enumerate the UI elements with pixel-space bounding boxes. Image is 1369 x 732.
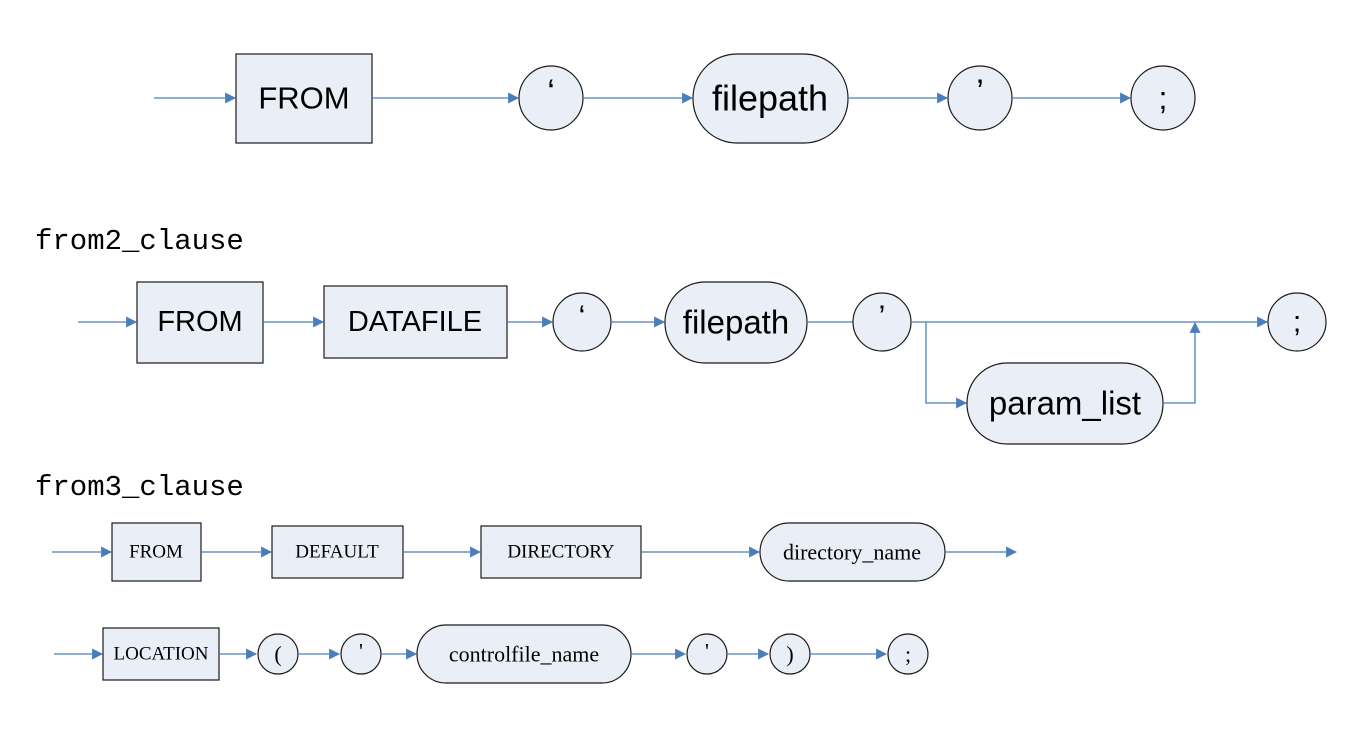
directory-name-label: directory_name — [783, 540, 921, 565]
quote-open-label: ' — [359, 639, 363, 664]
param-list-branch-out — [1163, 321, 1201, 404]
from-keyword-label: FROM — [157, 306, 242, 338]
datafile-keyword-label: DATAFILE — [348, 306, 482, 338]
param-list-label: param_list — [989, 385, 1141, 422]
filepath-label: filepath — [712, 78, 828, 119]
location-keyword-box — [102, 627, 220, 681]
from2-clause-diagram: from2_clause FROM DATAFILE ‘ filepath ’ … — [35, 225, 1327, 445]
quote-close-label: ’ — [879, 299, 886, 334]
from3-clause-diagram: from3_clause FROM DEFAULT DIRECTORY dire… — [35, 471, 1018, 684]
paren-close-label: ) — [786, 642, 793, 667]
from3-clause-heading: from3_clause — [35, 471, 244, 504]
location-keyword-label: LOCATION — [114, 644, 209, 665]
quote-close-label: ' — [705, 639, 709, 664]
semicolon-label: ; — [1293, 306, 1301, 339]
from1-diagram: FROM ‘ filepath ’ ; — [154, 53, 1196, 144]
from-keyword-box — [235, 53, 373, 144]
paren-open-label: ( — [274, 642, 281, 667]
semicolon-terminal — [1130, 65, 1196, 131]
semicolon-label: ; — [905, 642, 911, 667]
param-list-branch-in — [925, 322, 968, 409]
from-keyword-box — [111, 522, 202, 582]
semicolon-terminal — [887, 633, 929, 675]
semicolon-terminal — [1267, 292, 1327, 352]
from2-clause-heading: from2_clause — [35, 225, 244, 258]
semicolon-label: ; — [1159, 80, 1168, 116]
from-keyword-box — [136, 281, 264, 364]
datafile-keyword-box — [323, 285, 508, 359]
from-keyword-label: FROM — [258, 81, 349, 116]
from-keyword-label: FROM — [129, 542, 183, 563]
filepath-label: filepath — [683, 304, 789, 341]
quote-open-label: ‘ — [547, 73, 555, 111]
directory-keyword-label: DIRECTORY — [507, 542, 615, 563]
directory-keyword-box — [480, 525, 642, 579]
controlfile-name-label: controlfile_name — [449, 642, 599, 667]
quote-open-label: ‘ — [579, 299, 586, 334]
quote-close-label: ’ — [976, 73, 984, 111]
default-keyword-label: DEFAULT — [295, 542, 379, 563]
default-keyword-box — [271, 525, 404, 579]
